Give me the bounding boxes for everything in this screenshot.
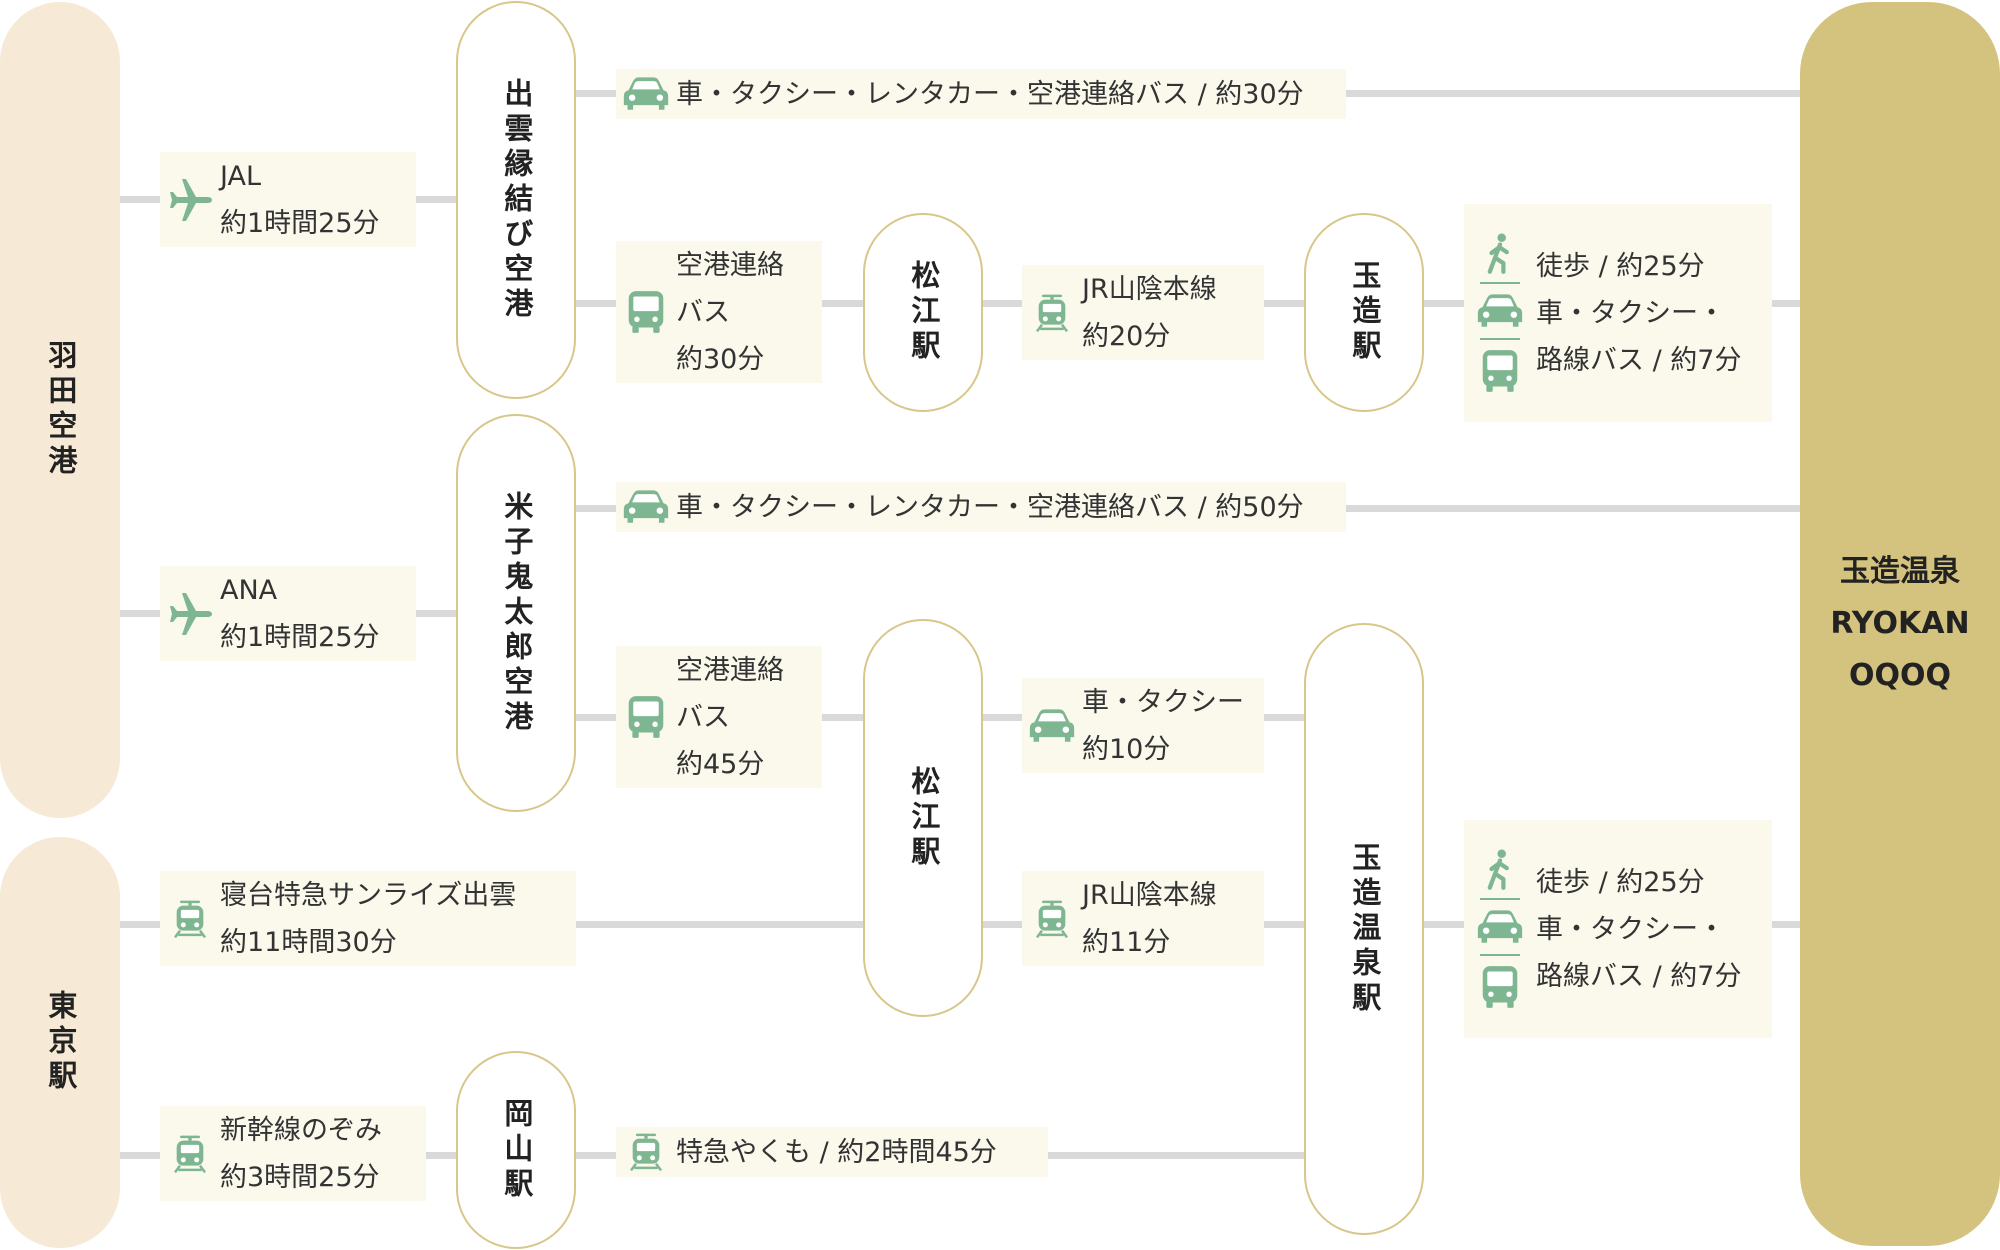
route-jr-20-time: 約20分 <box>1082 320 1171 352</box>
origin-haneda-airport: 羽田空港 <box>0 2 120 818</box>
route-last-leg-1: 徒歩 / 約25分 車・タクシー・ 路線バス / 約7分 <box>1464 204 1772 422</box>
route-jal-name: JAL <box>220 160 262 192</box>
route-izumo-bus-line-3: 約30分 <box>676 343 765 375</box>
route-last-leg-2: 徒歩 / 約25分 車・タクシー・ 路線バス / 約7分 <box>1464 820 1772 1038</box>
divider <box>1480 898 1520 900</box>
station-tamatsukuri-onsen: 玉造温泉駅 <box>1304 623 1424 1235</box>
car-icon <box>622 75 670 113</box>
car-icon <box>1476 292 1524 330</box>
route-sunrise-izumo: 寝台特急サンライズ出雲 約11時間30分 <box>160 871 576 966</box>
route-izumo-bus-line-1: 空港連絡 <box>676 249 784 281</box>
station-tamatsukuri-onsen-label: 玉造温泉駅 <box>1347 841 1382 1017</box>
bus-icon <box>1480 348 1520 394</box>
route-yonago-bus: 空港連絡 バス 約45分 <box>616 646 822 788</box>
route-jr-sanin-11: JR山陰本線 約11分 <box>1022 871 1264 966</box>
route-ana: ANA 約1時間25分 <box>160 566 416 661</box>
bus-icon <box>626 289 666 335</box>
route-last-1-car: 車・タクシー・ <box>1536 297 1725 329</box>
route-taxi-10-name: 車・タクシー <box>1082 686 1244 718</box>
station-yonago-airport: 米子鬼太郎空港 <box>456 414 576 812</box>
origin-tokyo-label: 東京駅 <box>43 990 78 1095</box>
route-yakumo-text: 特急やくも / 約2時間45分 <box>676 1136 997 1168</box>
train-icon <box>1032 291 1072 335</box>
route-last-2-walk: 徒歩 / 約25分 <box>1536 866 1705 898</box>
route-yakumo: 特急やくも / 約2時間45分 <box>616 1127 1048 1177</box>
car-icon <box>1476 908 1524 946</box>
route-nozomi: 新幹線のぞみ 約3時間25分 <box>160 1106 426 1201</box>
train-icon <box>170 1132 210 1176</box>
train-icon <box>170 897 210 941</box>
destination-line-3: OQOQ <box>1848 658 1951 693</box>
station-okayama-label: 岡山駅 <box>499 1097 534 1203</box>
destination-line-2: RYOKAN <box>1830 606 1970 641</box>
route-last-2-bus: 路線バス / 約7分 <box>1536 960 1742 992</box>
station-matsue-1-label: 松江駅 <box>906 260 941 365</box>
route-taxi-10-time: 約10分 <box>1082 733 1171 765</box>
station-matsue-1: 松江駅 <box>863 213 983 412</box>
station-matsue-2-label: 松江駅 <box>906 765 941 871</box>
route-last-2-car: 車・タクシー・ <box>1536 913 1725 945</box>
divider <box>1480 282 1520 284</box>
walk-icon <box>1483 232 1517 274</box>
route-yonago-car: 車・タクシー・レンタカー・空港連絡バス / 約50分 <box>616 482 1346 532</box>
train-icon <box>1032 897 1072 941</box>
route-jr-20-name: JR山陰本線 <box>1082 273 1217 305</box>
route-jr-11-time: 約11分 <box>1082 926 1171 958</box>
car-icon <box>622 488 670 526</box>
route-jal: JAL 約1時間25分 <box>160 152 416 247</box>
station-tamatsukuri-label: 玉造駅 <box>1347 260 1382 365</box>
route-nozomi-time: 約3時間25分 <box>220 1161 380 1193</box>
route-izumo-bus-line-2: バス <box>676 296 730 328</box>
station-tamatsukuri: 玉造駅 <box>1304 213 1424 412</box>
bus-icon <box>1480 964 1520 1010</box>
train-icon <box>626 1130 666 1174</box>
station-izumo-airport: 出雲縁結び空港 <box>456 1 576 399</box>
route-jal-time: 約1時間25分 <box>220 207 380 239</box>
destination-line-1: 玉造温泉 <box>1839 554 1960 589</box>
route-yonago-car-text: 車・タクシー・レンタカー・空港連絡バス / 約50分 <box>676 491 1304 523</box>
divider <box>1480 338 1520 340</box>
origin-haneda-label: 羽田空港 <box>43 340 78 480</box>
route-nozomi-name: 新幹線のぞみ <box>220 1114 382 1146</box>
route-sunrise-name: 寝台特急サンライズ出雲 <box>220 879 517 911</box>
walk-icon <box>1483 848 1517 890</box>
car-icon <box>1028 707 1076 745</box>
route-sunrise-time: 約11時間30分 <box>220 926 397 958</box>
route-ana-name: ANA <box>220 574 278 606</box>
route-last-1-walk: 徒歩 / 約25分 <box>1536 250 1705 282</box>
route-yonago-bus-line-1: 空港連絡 <box>676 654 784 686</box>
route-yonago-bus-line-2: バス <box>676 701 730 733</box>
route-izumo-car-text: 車・タクシー・レンタカー・空港連絡バス / 約30分 <box>676 78 1304 110</box>
station-matsue-2: 松江駅 <box>863 619 983 1017</box>
route-taxi-10: 車・タクシー 約10分 <box>1022 678 1264 773</box>
divider <box>1480 954 1520 956</box>
origin-tokyo-station: 東京駅 <box>0 837 120 1248</box>
station-okayama: 岡山駅 <box>456 1051 576 1249</box>
route-izumo-car: 車・タクシー・レンタカー・空港連絡バス / 約30分 <box>616 69 1346 119</box>
route-yonago-bus-line-3: 約45分 <box>676 748 765 780</box>
station-yonago-airport-label: 米子鬼太郎空港 <box>499 490 534 736</box>
route-jr-11-name: JR山陰本線 <box>1082 879 1217 911</box>
route-last-1-bus: 路線バス / 約7分 <box>1536 344 1742 376</box>
airplane-icon <box>166 590 214 638</box>
route-izumo-bus: 空港連絡 バス 約30分 <box>616 241 822 383</box>
airplane-icon <box>166 176 214 224</box>
destination-ryokan: 玉造温泉 RYOKAN OQOQ <box>1800 2 2000 1246</box>
station-izumo-airport-label: 出雲縁結び空港 <box>499 77 534 323</box>
route-jr-sanin-20: JR山陰本線 約20分 <box>1022 265 1264 360</box>
bus-icon <box>626 694 666 740</box>
route-ana-time: 約1時間25分 <box>220 621 380 653</box>
